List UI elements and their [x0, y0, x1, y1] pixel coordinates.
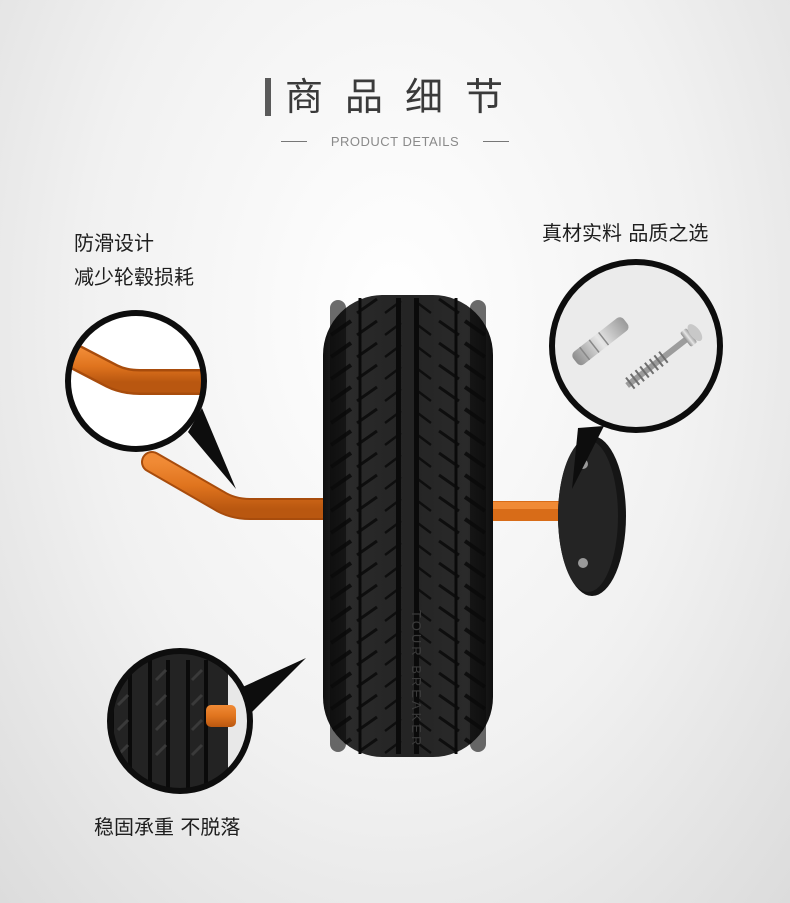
title-row: 商品细节: [0, 78, 790, 116]
page-title: 商品细节: [284, 75, 525, 119]
anchor-plug: [572, 317, 629, 366]
subtitle-right-rule: [483, 141, 510, 142]
page-subtitle: PRODUCT DETAILS: [330, 134, 460, 149]
callout-pointer-left: [188, 408, 236, 489]
zoom-circle-tread: [107, 648, 253, 794]
title-accent-bar: [264, 78, 271, 116]
callout-anti-slip: 防滑设计 减少轮毂损耗: [74, 226, 194, 294]
callout-pointer-bottom: [236, 658, 306, 724]
section-header: 商品细节 PRODUCT DETAILS: [0, 78, 790, 149]
wood-screw: [625, 324, 703, 390]
subtitle-left-rule: [280, 141, 307, 142]
callout-anti-slip-line1: 防滑设计: [74, 231, 154, 255]
zoom-circle-hook-end: [65, 310, 207, 452]
right-arm-and-wall-plate: [480, 436, 626, 596]
subtitle-row: PRODUCT DETAILS: [0, 134, 790, 149]
zoom-circle-screws: [549, 259, 723, 433]
callout-stable: 稳固承重 不脱落: [94, 815, 241, 839]
tire-sidewall-text: TOUR BREAKER: [409, 610, 424, 748]
tire: TOUR BREAKER: [323, 295, 493, 757]
callout-material: 真材实料 品质之选: [542, 221, 709, 245]
callout-anti-slip-line2: 减少轮毂损耗: [74, 265, 194, 289]
left-hook-arm: [141, 451, 339, 520]
callout-pointer-right: [572, 426, 604, 489]
